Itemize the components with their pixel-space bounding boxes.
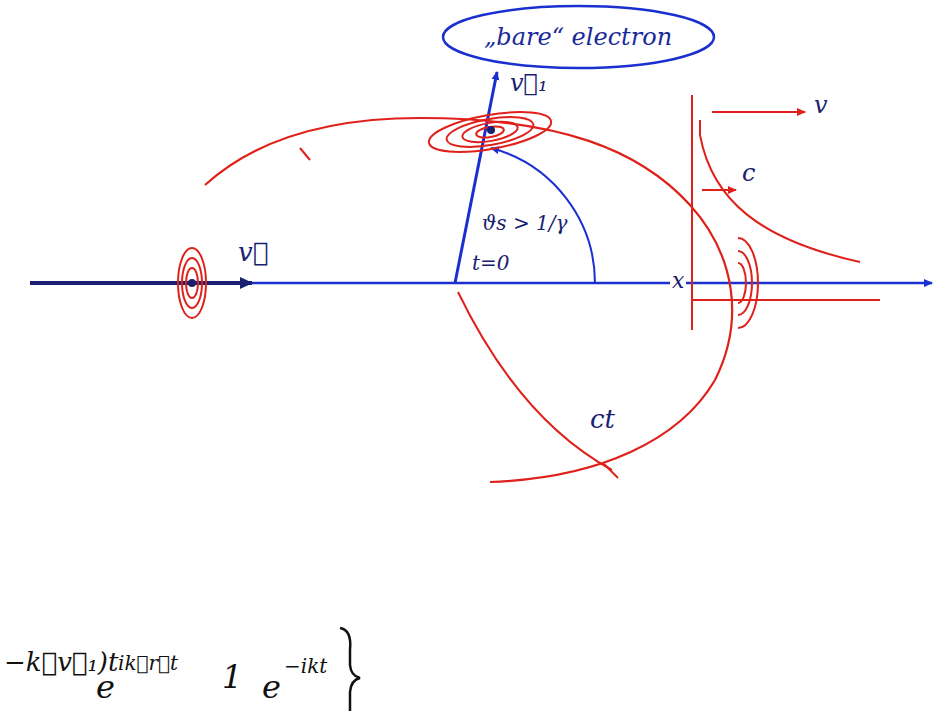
inset-label: c (742, 160, 755, 186)
time-label: t=0 (472, 252, 510, 274)
formula-bracket (340, 628, 360, 711)
formula-text: −ikt (284, 655, 327, 677)
incoming-velocity (30, 281, 252, 285)
formula-text: e (262, 670, 281, 705)
formula-text: ik⃗r⃗t (118, 652, 178, 674)
point-mark: x (670, 269, 686, 293)
inset-label: v (814, 92, 828, 118)
electron-dot (188, 279, 196, 287)
bubble-node: „bare“ electron (441, 4, 716, 70)
radius-label: ct (590, 405, 615, 434)
radius-line (458, 292, 612, 470)
axis-line (250, 282, 932, 285)
inset-plot (692, 95, 880, 330)
front-field (738, 238, 758, 328)
node-text: „bare“ electron (484, 23, 672, 51)
incoming-field (178, 248, 206, 318)
formula-text: e (96, 670, 115, 705)
angle-label: ϑs > 1/γ (482, 212, 567, 234)
scattered-field (426, 104, 554, 159)
velocity-label: v⃗₁ (510, 70, 548, 96)
electron-dot (487, 126, 495, 134)
velocity-label: v⃗ (238, 238, 268, 267)
radiation-front (205, 118, 732, 482)
formula-text: 1 (222, 660, 242, 695)
